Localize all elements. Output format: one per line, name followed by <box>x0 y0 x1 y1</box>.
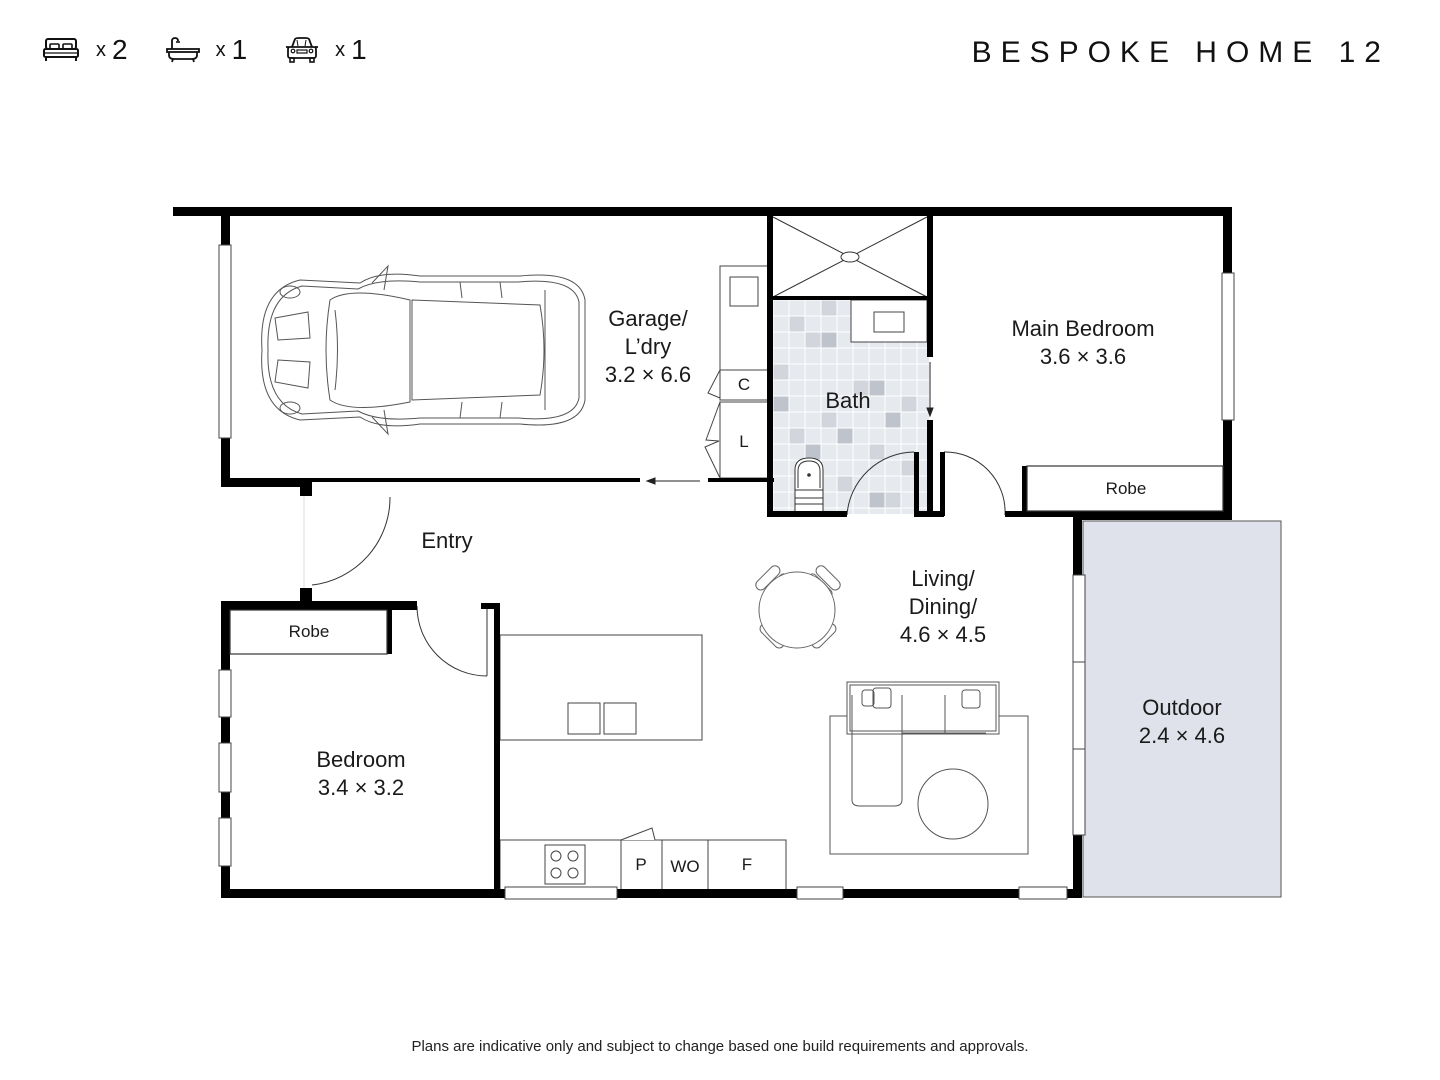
dining-table <box>755 565 841 649</box>
feature-multiplier: x <box>215 38 226 61</box>
room-label-bedroom: Bedroom 3.4 × 3.2 <box>316 746 405 802</box>
header: x 2 x 1 <box>0 0 1440 110</box>
vanity <box>850 299 928 343</box>
bed-icon <box>42 37 80 63</box>
room-name: Dining/ <box>908 594 978 619</box>
room-name: Main Bedroom <box>1011 316 1155 341</box>
bath-icon <box>165 37 200 63</box>
room-label-main-bedroom: Main Bedroom 3.6 × 3.6 <box>1011 315 1154 371</box>
bedroom-count: 2 <box>112 34 128 65</box>
pantry-label: P <box>635 855 647 874</box>
feature-summary: x 2 x 1 <box>42 36 405 64</box>
bedroom-robe-label: Robe <box>288 622 330 641</box>
room-label-living: Living/ Dining/ 4.6 × 4.5 <box>900 565 986 649</box>
room-label-entry: Entry <box>421 527 472 555</box>
room-name: Living/ <box>911 566 975 591</box>
room-dimensions: 3.2 × 6.6 <box>604 362 692 387</box>
robe-outlines <box>229 465 1224 655</box>
feature-multiplier: x <box>96 38 106 61</box>
kitchen-bench <box>499 827 787 891</box>
feature-multiplier: x <box>335 38 346 61</box>
room-dimensions: 4.6 × 4.5 <box>899 622 987 647</box>
room-name: Outdoor <box>1142 695 1222 720</box>
fridge-label: F <box>741 855 753 874</box>
page-title: BESPOKE HOME 12 <box>971 36 1390 69</box>
walls <box>173 207 1232 898</box>
car-icon <box>285 36 319 64</box>
room-label-outdoor: Outdoor 2.4 × 4.6 <box>1139 694 1225 750</box>
toilet <box>794 457 824 513</box>
main-robe-label: Robe <box>1105 479 1147 498</box>
car-outline <box>261 264 586 436</box>
windows <box>218 244 1235 900</box>
shower <box>772 216 928 298</box>
room-name: Bedroom <box>316 747 406 772</box>
disclaimer: Plans are indicative only and subject to… <box>411 1038 1029 1055</box>
room-name: Entry <box>421 528 473 553</box>
cupboard-label: C <box>737 375 751 394</box>
laundry-label: L <box>739 432 749 451</box>
room-dimensions: 3.4 × 3.2 <box>317 775 405 800</box>
room-label-garage: Garage/ L’dry 3.2 × 6.6 <box>605 305 691 389</box>
wall-oven-label: WO <box>670 857 700 876</box>
room-dimensions: 2.4 × 4.6 <box>1138 723 1226 748</box>
room-dimensions: 3.6 × 3.6 <box>1039 344 1127 369</box>
kitchen-island <box>499 634 703 741</box>
feature-garage: x 1 <box>285 36 367 64</box>
outdoor-area <box>1082 520 1282 898</box>
garage-count: 1 <box>351 34 367 65</box>
room-name: Bath <box>825 388 871 413</box>
room-label-bath: Bath <box>825 387 870 415</box>
room-name: L’dry <box>624 334 672 359</box>
room-name: Garage/ <box>608 306 688 331</box>
laundry-fixtures <box>719 265 769 479</box>
feature-bathrooms: x 1 <box>165 34 248 65</box>
laundry-doors <box>704 369 721 479</box>
lounge-setting <box>829 681 1029 855</box>
bathroom-count: 1 <box>231 34 248 65</box>
door-swings <box>311 451 1006 677</box>
feature-bedrooms: x 2 <box>42 36 128 64</box>
